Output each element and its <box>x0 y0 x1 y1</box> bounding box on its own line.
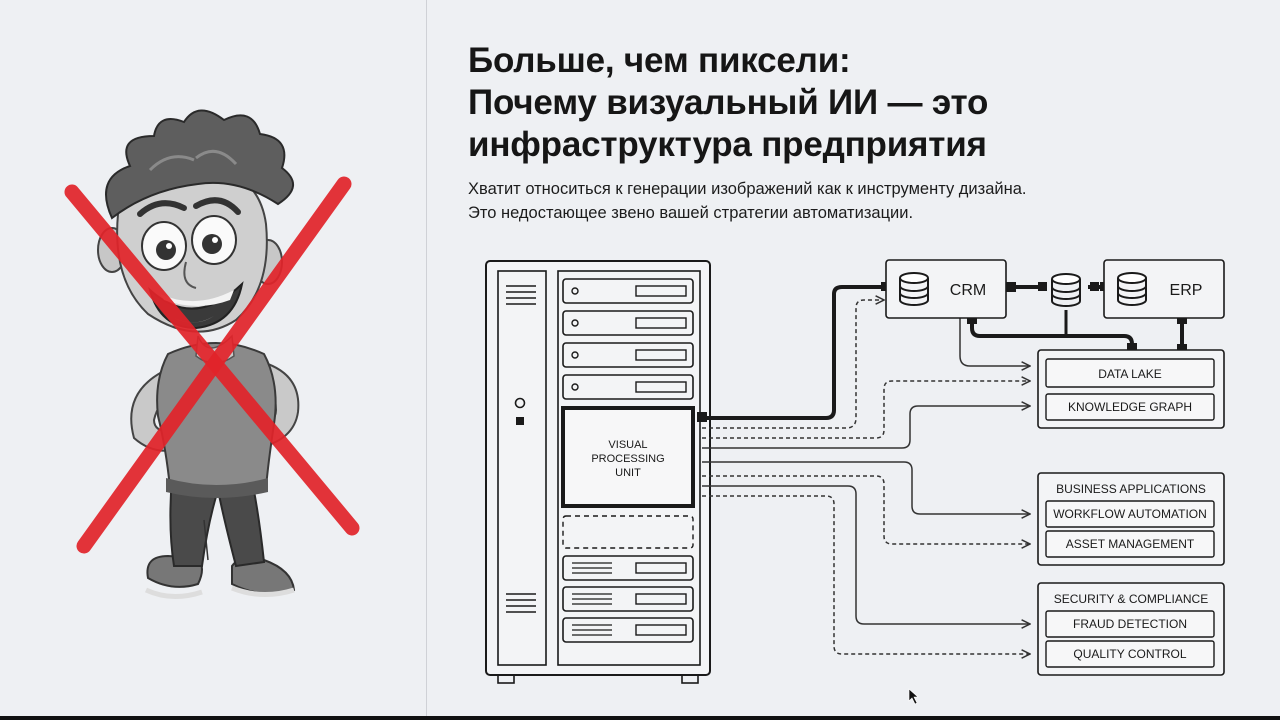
mouse-cursor-icon <box>908 688 919 705</box>
asset-management-label: ASSET MANAGEMENT <box>1066 537 1195 551</box>
slide-title: Больше, чем пиксели: Почему визуальный И… <box>468 40 1248 166</box>
erp-label: ERP <box>1170 282 1203 299</box>
data-group <box>1037 349 1225 429</box>
database-icon <box>1051 273 1081 307</box>
security-compliance-header: SECURITY & COMPLIANCE <box>1054 592 1208 606</box>
security-compliance-group <box>1037 582 1225 676</box>
data-lake-label: DATA LAKE <box>1098 367 1162 381</box>
bottom-bar <box>0 716 1280 720</box>
quality-control-label: QUALITY CONTROL <box>1073 647 1186 661</box>
red-cross-icon <box>64 176 360 554</box>
business-applications-header: BUSINESS APPLICATIONS <box>1056 482 1206 496</box>
fraud-detection-label: FRAUD DETECTION <box>1073 617 1187 631</box>
title-line-2: Почему визуальный ИИ — это <box>468 83 989 122</box>
title-line-1: Больше, чем пиксели: <box>468 41 851 80</box>
business-applications-group <box>1037 472 1225 566</box>
vpu-label-line-3: UNIT <box>615 467 641 479</box>
connector-lines <box>697 282 1187 654</box>
server-rack-icon <box>485 260 711 684</box>
subtitle-line-2: Это недостающее звено вашей стратегии ав… <box>468 204 914 222</box>
vpu-label-line-1: VISUAL <box>608 439 647 451</box>
knowledge-graph-label: KNOWLEDGE GRAPH <box>1068 400 1192 414</box>
crm-label: CRM <box>950 282 986 299</box>
title-line-3: инфраструктура предприятия <box>468 125 987 164</box>
vpu-label-line-2: PROCESSING <box>591 453 664 465</box>
workflow-automation-label: WORKFLOW AUTOMATION <box>1053 507 1207 521</box>
subtitle-line-1: Хватит относиться к генерации изображени… <box>468 180 1027 198</box>
slide-subtitle: Хватит относиться к генерации изображени… <box>468 177 1228 225</box>
